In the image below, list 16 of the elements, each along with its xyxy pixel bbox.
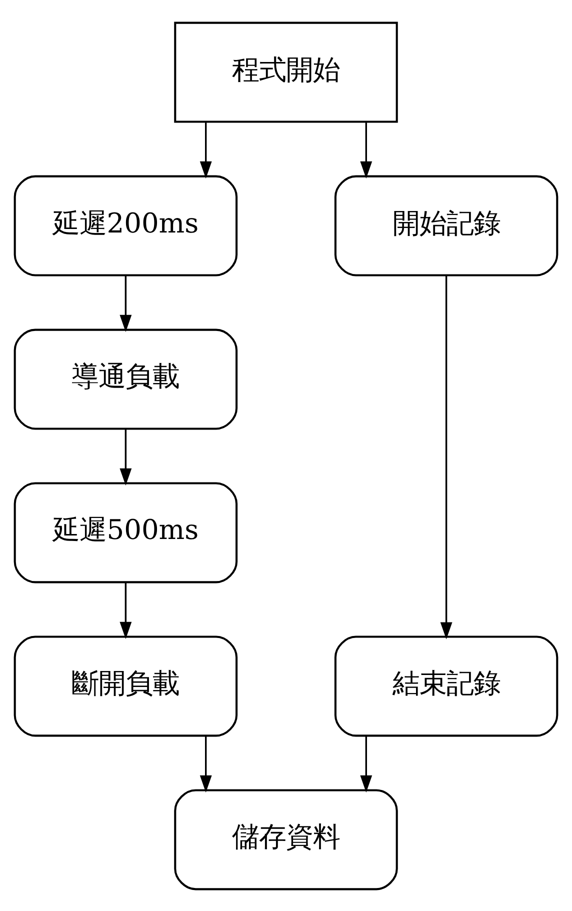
node-box: 開始記錄 (334, 174, 558, 276)
node-box: 延遲500ms (14, 482, 238, 583)
arrow (200, 122, 212, 178)
arrow (440, 274, 452, 639)
arrow (120, 429, 132, 485)
arrow (360, 122, 372, 178)
arrow (120, 582, 132, 638)
arrow (120, 276, 132, 332)
arrow (360, 736, 372, 792)
node-box: 導通負載 (14, 328, 238, 430)
node-box: 儲存資料 (174, 788, 398, 890)
node-box: 斷開負載 (14, 635, 238, 736)
node-box: 延遲200ms (14, 174, 238, 276)
node-box: 程式開始 (174, 21, 398, 122)
node-box: 結束記錄 (334, 635, 558, 736)
arrow (200, 736, 212, 792)
